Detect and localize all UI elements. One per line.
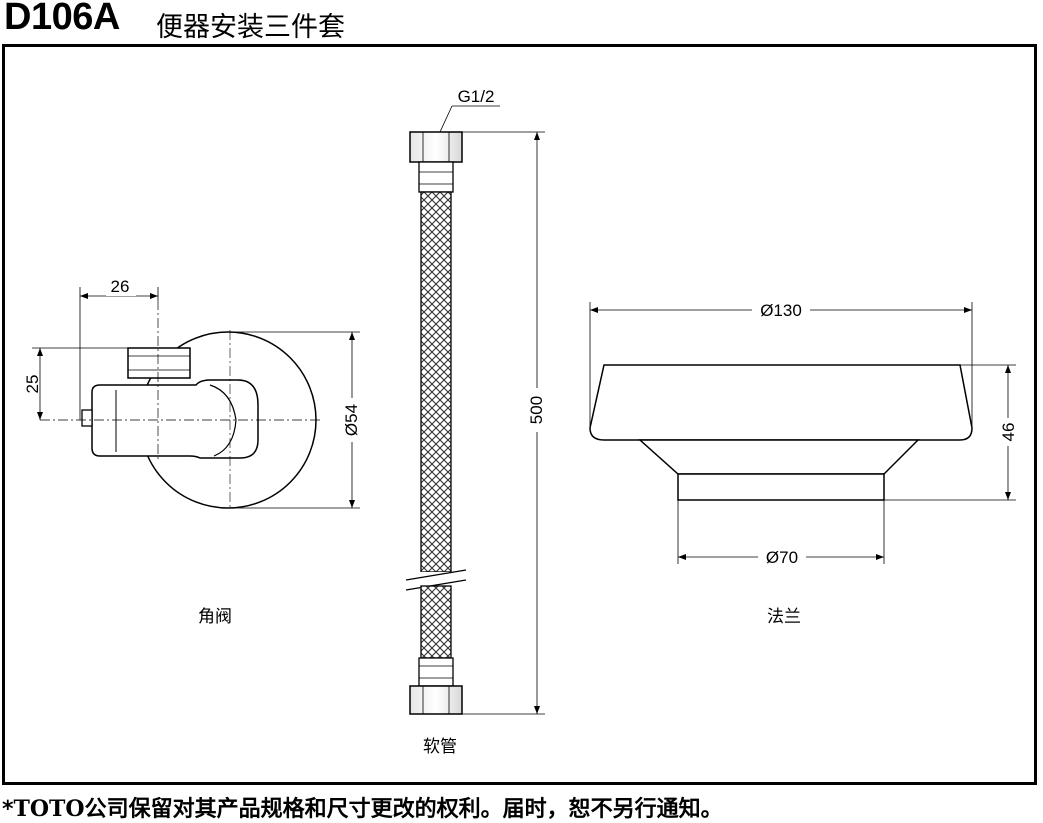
flange-dim-top-diameter: Ø130 — [760, 301, 802, 320]
hose-bottom-nut — [409, 685, 463, 715]
valve-inlet-nut — [127, 347, 191, 379]
valve-dim-width: 26 — [111, 277, 130, 296]
model-number: D106A — [4, 0, 120, 38]
product-name: 便器安装三件套 — [156, 12, 345, 43]
footnote: *TOTO公司保留对其产品规格和尺寸更改的权利。届时，恕不另行通知。 — [2, 791, 723, 823]
flange-dim-height: 46 — [999, 423, 1018, 442]
drawing-frame — [2, 44, 1037, 785]
valve-body — [91, 379, 259, 459]
flange-drawing — [589, 302, 1016, 564]
hose-dim-length: 500 — [527, 396, 546, 424]
flange-dim-bottom-diameter: Ø70 — [766, 548, 798, 567]
footnote-brand: TOTO — [13, 796, 85, 822]
flange-label: 法兰 — [767, 607, 801, 627]
hose-braid-upper — [420, 191, 452, 573]
footnote-prefix: * — [2, 797, 14, 822]
valve-label: 角阀 — [198, 607, 232, 627]
flange-top-rim — [589, 364, 973, 441]
flange-taper — [638, 439, 920, 475]
valve-dim-diameter: Ø54 — [342, 404, 361, 436]
hose-top-nut — [409, 131, 463, 163]
hose-drawing — [404, 105, 545, 715]
angle-valve-drawing — [32, 287, 360, 510]
footnote-text: 公司保留对其产品规格和尺寸更改的权利。届时，恕不另行通知。 — [84, 797, 723, 822]
flange-collar — [677, 473, 885, 501]
hose-dim-thread: G1/2 — [458, 87, 495, 106]
valve-dim-height: 25 — [23, 375, 42, 394]
hose-braid-lower — [420, 585, 452, 659]
hose-label: 软管 — [423, 737, 457, 757]
